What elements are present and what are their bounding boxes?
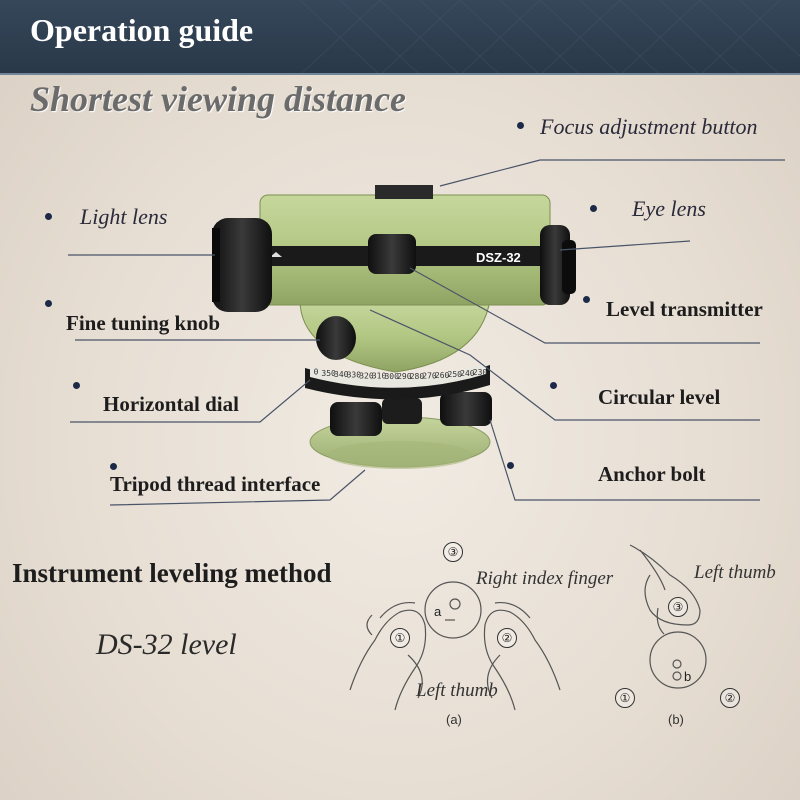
leveling-screw-left (330, 402, 382, 436)
leveling-model: DS-32 level (96, 628, 237, 661)
label-focus-adjustment-button: Focus adjustment button (540, 114, 758, 139)
bullet-dot (45, 213, 52, 220)
label-right-index-finger: Right index finger (476, 568, 614, 589)
left-hand-b (629, 544, 701, 626)
bullet-dot (517, 122, 524, 129)
screw-one-b: ① (615, 688, 635, 708)
banner-pattern (0, 0, 800, 75)
bullet-dot (550, 382, 557, 389)
screw-two-b: ② (720, 688, 740, 708)
bubble-circle-b (649, 631, 707, 689)
bubble-label-a: a (434, 604, 442, 619)
bullet-dot (45, 300, 52, 307)
dial-tick-label: 280 (410, 372, 425, 381)
label-circular-level: Circular level (598, 385, 721, 409)
bullet-dot (110, 463, 117, 470)
dial-tick-label: 270 (422, 371, 437, 380)
bullet-dot (73, 382, 80, 389)
dial-tick-label: 240 (460, 369, 475, 378)
label-fine-tuning-knob: Fine tuning knob (66, 311, 221, 335)
bullet-dot (583, 296, 590, 303)
bubble-label-b: b (684, 669, 692, 684)
label-level-transmitter: Level transmitter (606, 297, 763, 321)
dial-tick-label: 300 (384, 372, 399, 381)
dial-tick-label: 340 (334, 370, 349, 379)
left-hand-a (349, 609, 427, 711)
fine-tuning-knob-shape (316, 316, 356, 360)
screw-two-a: ② (497, 628, 517, 648)
dial-tick-label: 310 (372, 372, 387, 381)
bubble-circle-a (424, 581, 482, 639)
dial-tick-label: 230 (473, 368, 488, 377)
figure-label-b: (b) (668, 712, 684, 727)
focus-knob (368, 234, 416, 274)
label-anchor-bolt: Anchor bolt (598, 462, 706, 486)
top-sight (375, 185, 433, 199)
banner-title: Operation guide (30, 12, 254, 48)
leveling-screw-right (440, 392, 492, 426)
bullet-dot (590, 205, 597, 212)
bullet-dot (507, 462, 514, 469)
label-eye-lens: Eye lens (632, 196, 706, 221)
label-tripod-thread-interface: Tripod thread interface (110, 472, 321, 496)
screw-three-b: ③ (668, 597, 688, 617)
label-left-thumb-a: Left thumb (416, 680, 498, 701)
screw-three-a: ③ (443, 542, 463, 562)
dial-scale (310, 363, 486, 388)
model-text: DSZ-32 (476, 250, 521, 265)
label-horizontal-dial: Horizontal dial (103, 392, 239, 416)
label-left-thumb-b: Left thumb (694, 562, 776, 583)
header-banner: Operation guide (0, 0, 800, 75)
right-hand-a (483, 609, 561, 711)
objective-lens (212, 218, 272, 312)
dial-tick-label: 0 (314, 368, 319, 377)
dial-tick-label: 250 (448, 370, 463, 379)
leveling-screw-back (382, 398, 422, 424)
subtitle: Shortest viewing distance (30, 79, 407, 119)
dial-tick-label: 290 (397, 372, 412, 381)
dial-tick-label: 350 (321, 369, 336, 378)
figure-label-a: (a) (446, 712, 462, 727)
dial-tick-label: 320 (359, 371, 374, 380)
label-light-lens: Light lens (80, 204, 168, 229)
leveling-method-title: Instrument leveling method (12, 558, 332, 588)
dial-tick-label: 260 (435, 371, 450, 380)
screw-one-a: ① (390, 628, 410, 648)
dial-tick-label: 330 (347, 371, 362, 380)
